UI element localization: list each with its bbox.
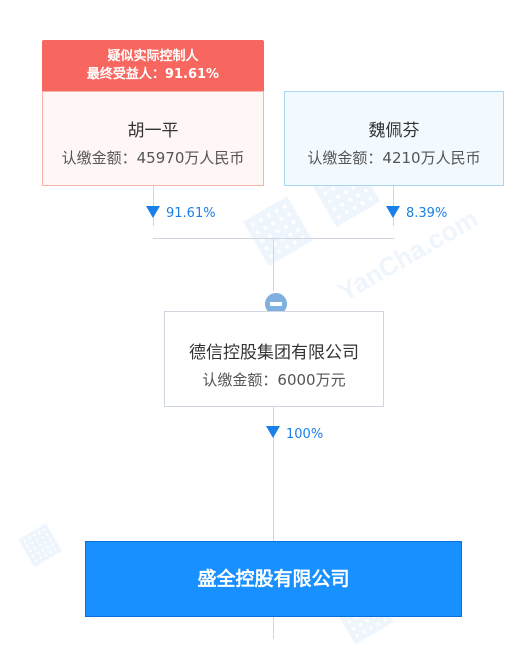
tag-beneficiary: 最终受益人：91.61%: [86, 67, 220, 82]
shareholder-card[interactable]: 胡一平 认缴金额：45970万人民币: [42, 91, 264, 186]
connector-line: [273, 617, 274, 639]
shareholder-amount: 认缴金额：45970万人民币: [61, 149, 245, 167]
shareholder-name[interactable]: 魏佩芬: [368, 121, 420, 141]
connector-line: [273, 407, 274, 541]
down-arrow-icon: [146, 206, 160, 218]
company-amount: 认缴金额：6000万元: [202, 371, 346, 389]
shareholder-name[interactable]: 胡一平: [127, 121, 179, 141]
shareholder-amount: 认缴金额：4210万人民币: [307, 149, 481, 167]
down-arrow-icon: [386, 206, 400, 218]
tag-title: 疑似实际控制人: [107, 49, 199, 64]
ownership-percent: 8.39%: [406, 206, 448, 221]
ownership-percent: 100%: [286, 427, 324, 442]
target-company-card[interactable]: 盛全控股有限公司: [85, 541, 462, 617]
connector-line: [273, 238, 274, 311]
watermark-logo: ▦: [11, 514, 67, 572]
shareholder-card[interactable]: 魏佩芬 认缴金额：4210万人民币: [284, 91, 504, 186]
down-arrow-icon: [266, 426, 280, 438]
actual-controller-tag: 疑似实际控制人 最终受益人：91.61%: [42, 40, 264, 91]
intermediate-company-card[interactable]: 德信控股集团有限公司 认缴金额：6000万元: [164, 311, 384, 407]
target-company-name[interactable]: 盛全控股有限公司: [197, 568, 350, 590]
ownership-percent: 91.61%: [166, 206, 216, 221]
company-name[interactable]: 德信控股集团有限公司: [189, 343, 359, 363]
